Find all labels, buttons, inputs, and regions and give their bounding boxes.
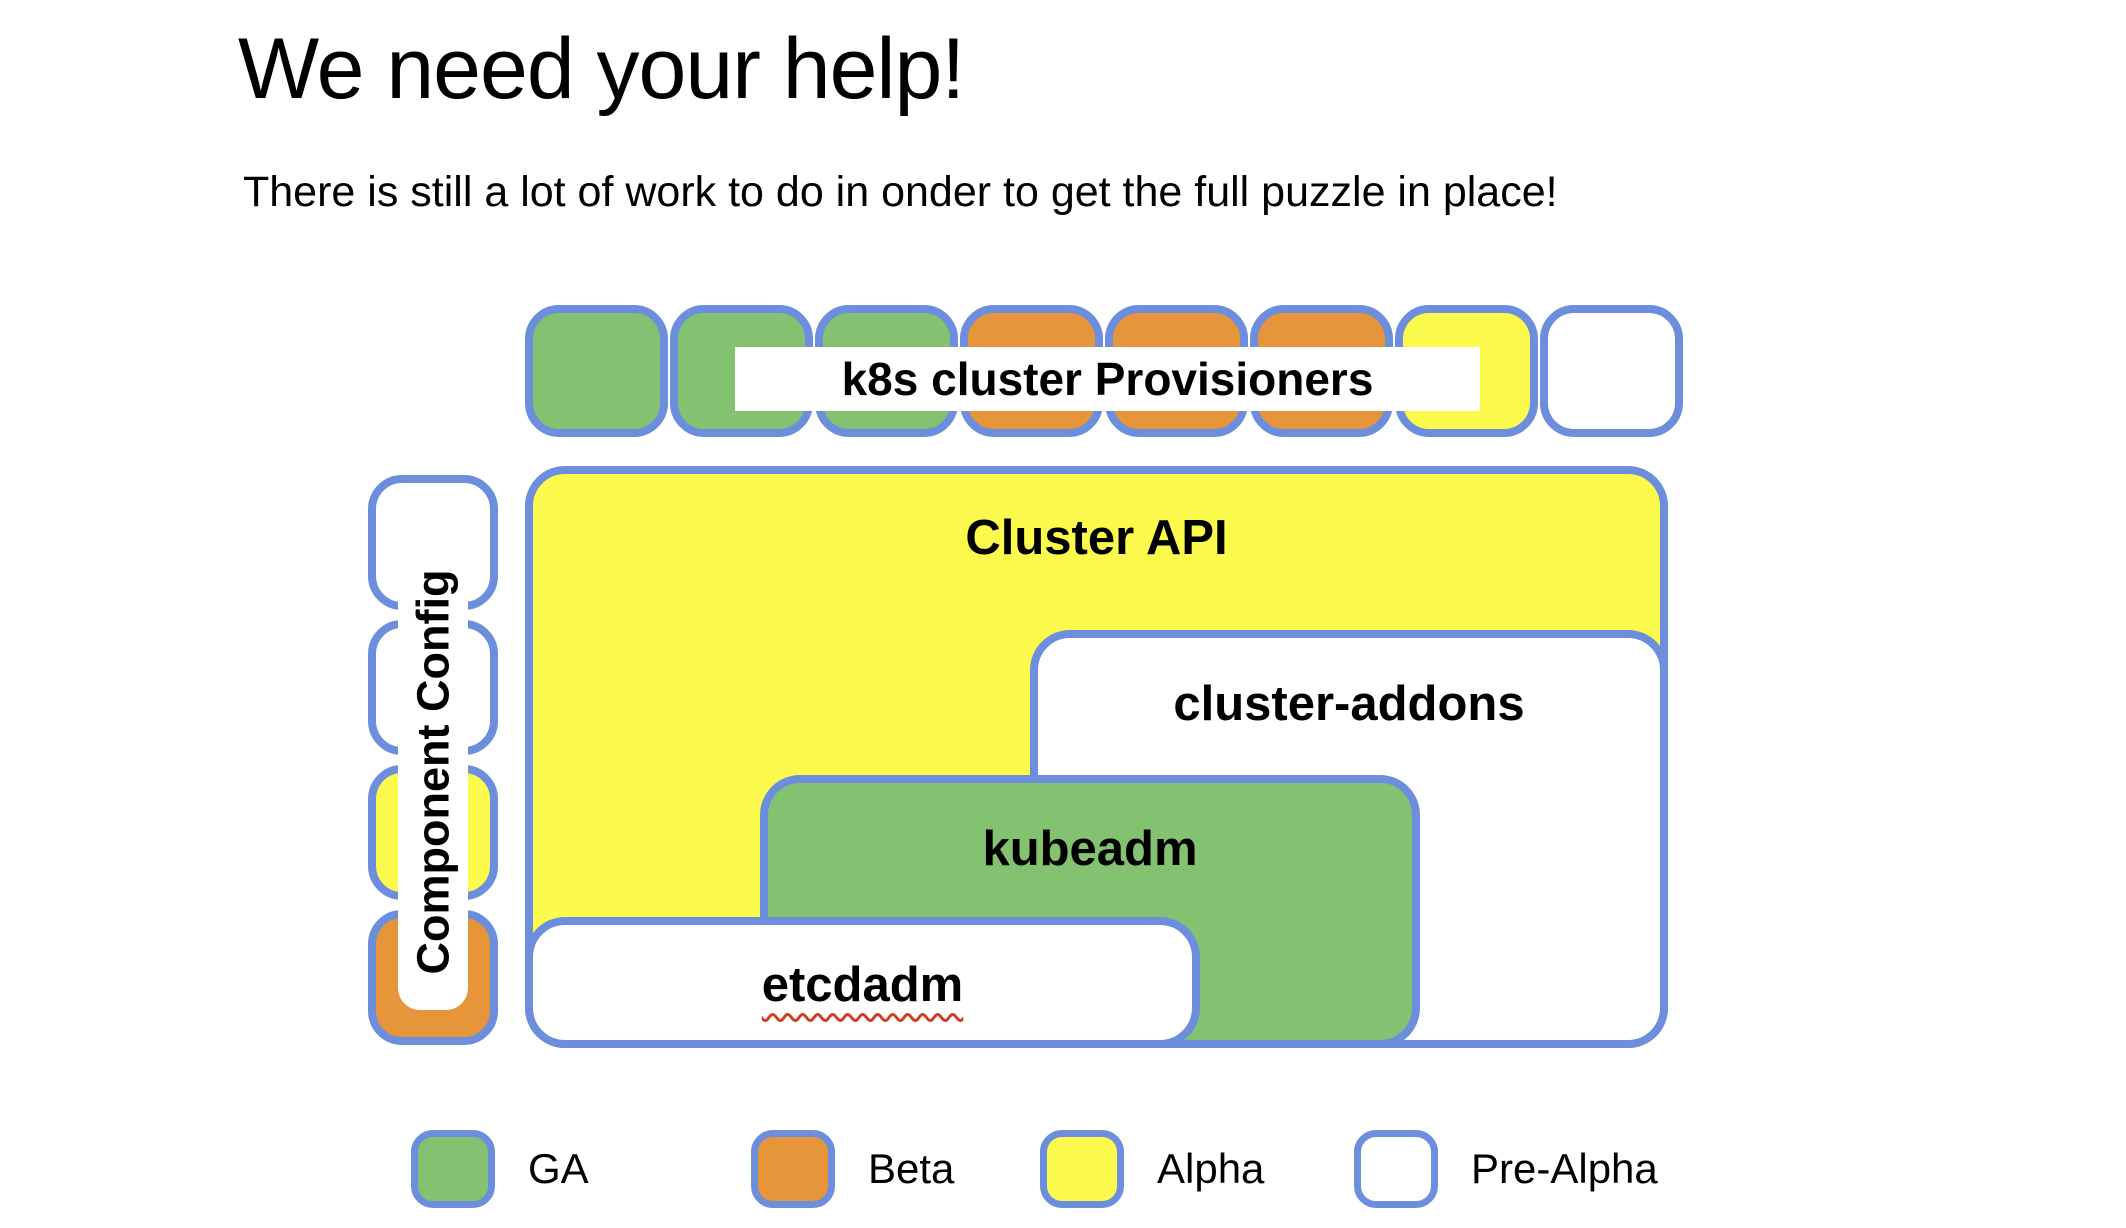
- page-subtitle: There is still a lot of work to do in on…: [243, 168, 1558, 216]
- component-config-label: Component Config: [407, 569, 459, 974]
- legend-label: Pre-Alpha: [1471, 1145, 1658, 1192]
- puzzle-piece-provisioner: [1540, 305, 1683, 437]
- legend-label: Alpha: [1157, 1145, 1265, 1192]
- legend-swatch-alpha: [1040, 1130, 1124, 1208]
- etcdadm-label: etcdadm: [761, 958, 964, 1012]
- page-title: We need your help!: [238, 21, 965, 117]
- kubeadm-label: kubeadm: [982, 822, 1198, 876]
- etcdadm-box: etcdadm: [525, 917, 1200, 1048]
- cluster-addons-label: cluster-addons: [1173, 677, 1525, 731]
- legend-item: Alpha: [1040, 1130, 1264, 1208]
- legend-swatch-beta: [751, 1130, 835, 1208]
- legend-item: GA: [411, 1130, 589, 1208]
- provisioners-label-box: k8s cluster Provisioners: [735, 347, 1480, 411]
- puzzle-piece-provisioner: [525, 305, 668, 437]
- legend-label: GA: [528, 1145, 589, 1192]
- legend-label: Beta: [868, 1145, 955, 1192]
- component-config-label-box: Component Config: [398, 533, 468, 1010]
- legend-swatch-pre-alpha: [1354, 1130, 1438, 1208]
- legend-item: Pre-Alpha: [1354, 1130, 1658, 1208]
- legend-item: Beta: [751, 1130, 954, 1208]
- provisioners-label: k8s cluster Provisioners: [841, 353, 1374, 405]
- legend-swatch-ga: [411, 1130, 495, 1208]
- cluster-api-label: Cluster API: [965, 511, 1228, 565]
